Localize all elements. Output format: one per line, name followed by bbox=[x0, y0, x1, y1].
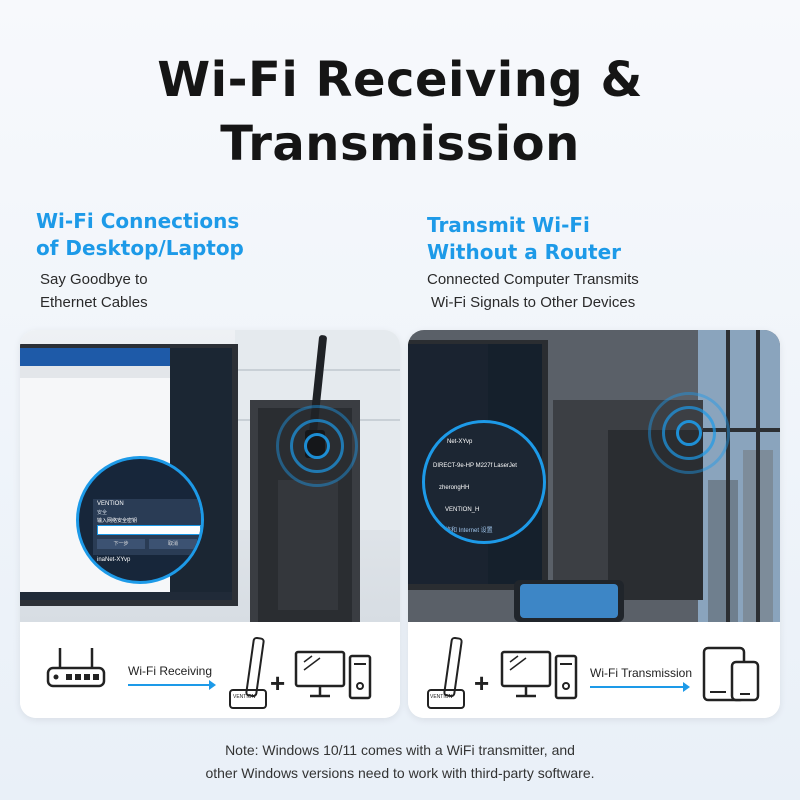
title-line-1: Wi-Fi Receiving & bbox=[157, 52, 643, 108]
network-item[interactable]: zherongHH bbox=[439, 485, 470, 491]
left-sub-line-2: Ethernet Cables bbox=[40, 294, 148, 311]
popup-other-network: inaNet-XYvp bbox=[97, 557, 131, 563]
network-list-zoom: Net-XYvp DIRECT-9e-HP M227f LaserJet zhe… bbox=[422, 420, 546, 544]
popup-prompt: 输入网络安全密钥 bbox=[97, 518, 138, 524]
network-item[interactable]: DIRECT-9e-HP M227f LaserJet bbox=[433, 463, 517, 469]
right-photo: Net-XYvp DIRECT-9e-HP M227f LaserJet zhe… bbox=[408, 330, 780, 622]
signal-ring-icon bbox=[648, 392, 730, 474]
arrow-right-icon bbox=[590, 682, 690, 692]
cancel-button[interactable]: 取消 bbox=[149, 539, 197, 549]
title-line-2: Transmission bbox=[220, 116, 580, 172]
desktop-computer-icon bbox=[500, 650, 578, 700]
left-heading-line-1: Wi-Fi Connections bbox=[36, 209, 240, 233]
popup-status: 安全 bbox=[97, 510, 108, 516]
footnote-line-1: Note: Windows 10/11 comes with a WiFi tr… bbox=[225, 742, 575, 758]
office-scene-image bbox=[408, 330, 780, 622]
right-heading: Transmit Wi-Fi Without a Router bbox=[427, 212, 621, 266]
plus-icon: + bbox=[270, 668, 286, 698]
right-card: Net-XYvp DIRECT-9e-HP M227f LaserJet zhe… bbox=[408, 330, 780, 718]
left-diagram: Wi-Fi Receiving VENTION + bbox=[20, 622, 400, 718]
wifi-receiving-label: Wi-Fi Receiving bbox=[128, 664, 213, 678]
right-subtext: Connected Computer Transmits Wi-Fi Signa… bbox=[427, 268, 639, 314]
network-item[interactable]: VENTION_H bbox=[445, 507, 480, 513]
right-diagram: VENTION + Wi-Fi Transmission bbox=[408, 622, 780, 718]
plus-icon: + bbox=[474, 668, 490, 698]
page-title: Wi-Fi Receiving & Transmission bbox=[0, 48, 800, 176]
left-photo: VENTION 安全 输入网络安全密钥 下一步 取消 inaNet-XYvp bbox=[20, 330, 400, 622]
left-sub-line-1: Say Goodbye to bbox=[40, 271, 148, 288]
footnote-line-2: other Windows versions need to work with… bbox=[205, 765, 595, 781]
next-button[interactable]: 下一步 bbox=[97, 539, 145, 549]
wifi-transmission-label: Wi-Fi Transmission bbox=[590, 666, 693, 680]
wifi-popup-zoom: VENTION 安全 输入网络安全密钥 下一步 取消 inaNet-XYvp bbox=[76, 456, 204, 584]
footnote: Note: Windows 10/11 comes with a WiFi tr… bbox=[0, 739, 800, 785]
network-settings-link[interactable]: 网络和 Internet 设置 bbox=[439, 528, 493, 534]
popup-network-name: VENTION bbox=[97, 501, 124, 507]
right-heading-line-2: Without a Router bbox=[427, 240, 622, 264]
left-heading: Wi-Fi Connections of Desktop/Laptop bbox=[36, 208, 244, 262]
usb-adapter-icon bbox=[229, 636, 267, 709]
left-heading-line-2: of Desktop/Laptop bbox=[36, 236, 244, 260]
usb-adapter-icon bbox=[427, 636, 465, 709]
signal-ring-icon bbox=[276, 405, 358, 487]
left-card: VENTION 安全 输入网络安全密钥 下一步 取消 inaNet-XYvp W… bbox=[20, 330, 400, 718]
adapter-brand-text: VENTION bbox=[233, 694, 256, 700]
password-input[interactable] bbox=[97, 525, 201, 535]
tablet-phone-icon bbox=[702, 646, 760, 702]
router-icon bbox=[46, 648, 106, 688]
adapter-brand-text: VENTION bbox=[430, 694, 453, 700]
right-heading-line-1: Transmit Wi-Fi bbox=[427, 213, 590, 237]
network-item[interactable]: Net-XYvp bbox=[447, 439, 473, 445]
desktop-computer-icon bbox=[294, 650, 372, 700]
arrow-right-icon bbox=[128, 680, 216, 690]
right-sub-line-1: Connected Computer Transmits bbox=[427, 271, 639, 288]
right-sub-line-2: Wi-Fi Signals to Other Devices bbox=[431, 294, 636, 311]
left-subtext: Say Goodbye to Ethernet Cables bbox=[40, 268, 148, 314]
